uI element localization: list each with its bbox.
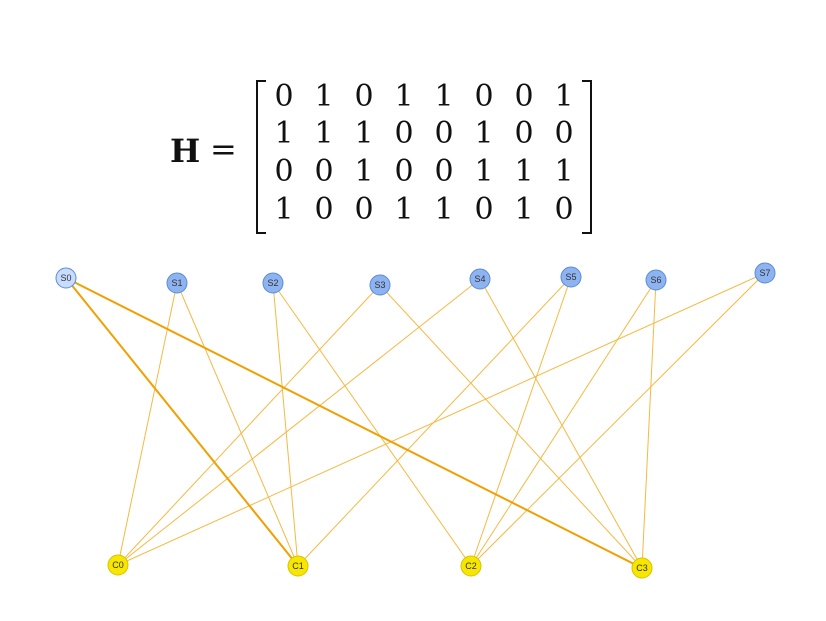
matrix-cell: 0	[514, 116, 534, 151]
equals-sign: =	[210, 130, 237, 168]
variable-node-s1-circle	[166, 272, 188, 294]
matrix-cell: 1	[354, 154, 374, 189]
edge-s5-c2	[470, 276, 572, 567]
check-node-c2-label: C2	[465, 561, 477, 571]
variable-node-s3-circle	[369, 274, 391, 296]
matrix-cell: 1	[474, 154, 494, 189]
matrix-cell: 0	[554, 192, 574, 227]
matrix-cell: 0	[514, 79, 534, 114]
check-node-c0-circle	[107, 554, 129, 576]
variable-node-s3-label: S3	[374, 280, 385, 290]
variable-node-s4-circle	[469, 268, 491, 290]
variable-node-s6[interactable]: S6	[645, 269, 667, 291]
variable-node-s5-label: S5	[565, 272, 576, 282]
check-node-c3-label: C3	[636, 563, 648, 573]
edge-s1-c0	[117, 282, 178, 566]
matrix-cell: 1	[514, 154, 534, 189]
edge-s5-c1	[297, 276, 572, 567]
variable-node-s7[interactable]: S7	[754, 262, 776, 284]
matrix-cell: 1	[274, 192, 294, 227]
variable-node-s2-label: S2	[267, 278, 278, 288]
edge-s2-c1	[272, 282, 299, 567]
variable-node-s4-label: S4	[474, 274, 485, 284]
matrix-cell: 1	[514, 192, 534, 227]
matrix-cell: 1	[394, 79, 414, 114]
edge-s3-c0	[117, 284, 381, 566]
matrix-cell: 0	[354, 79, 374, 114]
left-bracket	[256, 80, 266, 234]
variable-node-s0[interactable]: S0	[55, 267, 77, 289]
check-node-c3-circle	[631, 557, 653, 579]
edge-s0-c3	[65, 277, 643, 569]
matrix-cell: 0	[394, 154, 414, 189]
matrix-cell: 0	[554, 116, 574, 151]
edge-s6-c2	[470, 279, 657, 567]
matrix-cell: 0	[314, 192, 334, 227]
matrix-cell: 0	[274, 154, 294, 189]
matrix-cell: 1	[434, 79, 454, 114]
check-node-c1[interactable]: C1	[287, 555, 309, 577]
variable-node-s0-label: S0	[60, 273, 71, 283]
matrix-cell: 1	[394, 192, 414, 227]
check-node-c3[interactable]: C3	[631, 557, 653, 579]
variable-node-s5-circle	[560, 266, 582, 288]
edge-s7-c2	[470, 272, 766, 567]
check-node-c2-circle	[460, 555, 482, 577]
matrix-cell: 0	[274, 79, 294, 114]
variable-node-s6-label: S6	[650, 275, 661, 285]
edge-s4-c0	[117, 278, 481, 566]
variable-node-s7-circle	[754, 262, 776, 284]
matrix-cell: 1	[274, 116, 294, 151]
variable-node-s2-circle	[262, 272, 284, 294]
check-node-c0-label: C0	[112, 560, 124, 570]
matrix-cell: 1	[314, 116, 334, 151]
edge-s6-c3	[641, 279, 657, 569]
variable-node-s6-circle	[645, 269, 667, 291]
matrix-cell: 0	[434, 116, 454, 151]
edge-s1-c1	[176, 282, 299, 567]
matrix-cell: 1	[474, 116, 494, 151]
matrix-cell: 0	[434, 154, 454, 189]
matrix-cell: 1	[354, 116, 374, 151]
check-node-c1-label: C1	[292, 561, 304, 571]
variable-node-s1[interactable]: S1	[166, 272, 188, 294]
matrix-cell: 0	[354, 192, 374, 227]
variable-node-s5[interactable]: S5	[560, 266, 582, 288]
variable-node-s7-label: S7	[759, 268, 770, 278]
right-bracket	[582, 80, 592, 234]
edge-s3-c3	[379, 284, 643, 569]
matrix-cell: 1	[314, 79, 334, 114]
variable-node-s3[interactable]: S3	[369, 274, 391, 296]
matrix-label: H	[170, 132, 201, 170]
matrix-cell: 1	[434, 192, 454, 227]
matrix-cell: 0	[474, 192, 494, 227]
edge-s0-c1	[65, 277, 299, 567]
variable-node-s2[interactable]: S2	[262, 272, 284, 294]
variable-node-s4[interactable]: S4	[469, 268, 491, 290]
matrix-cell: 1	[554, 154, 574, 189]
matrix-cell: 0	[474, 79, 494, 114]
variable-node-s1-label: S1	[171, 278, 182, 288]
check-node-c0[interactable]: C0	[107, 554, 129, 576]
edge-s4-c3	[479, 278, 643, 569]
matrix-cell: 1	[554, 79, 574, 114]
check-node-c1-circle	[287, 555, 309, 577]
check-node-c2[interactable]: C2	[460, 555, 482, 577]
edge-s2-c2	[272, 282, 472, 567]
matrix-cell: 0	[394, 116, 414, 151]
matrix-cell: 0	[314, 154, 334, 189]
edge-s7-c0	[117, 272, 766, 566]
variable-node-s0-circle	[55, 267, 77, 289]
